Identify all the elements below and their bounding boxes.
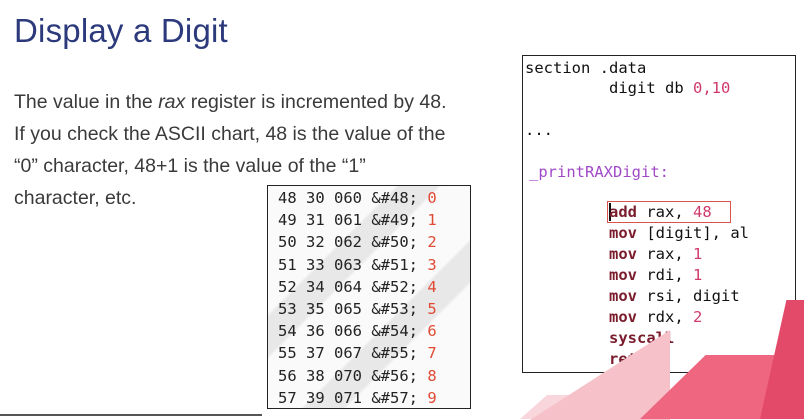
paragraph-part1: The value in the	[14, 91, 159, 113]
instr-add: add	[609, 203, 637, 221]
section-directive: section .data	[525, 59, 647, 77]
ascii-codes: 54 36 066 &#54;	[278, 322, 428, 341]
code-line-3: mov rax, 1	[609, 245, 702, 263]
args-1: rax,	[637, 203, 693, 221]
code-line-digit-decl: digit db 0,10	[609, 79, 730, 97]
instr-mov-4: mov	[609, 266, 637, 284]
num-3: 1	[693, 245, 703, 263]
ascii-row: 57 39 071 &#57; 9	[278, 387, 470, 409]
ascii-glyph: 3	[427, 255, 437, 274]
add-instruction-highlight	[607, 201, 731, 223]
ascii-glyph: 1	[427, 211, 437, 230]
ascii-row: 56 38 070 &#56; 8	[278, 365, 470, 387]
digit-declaration: digit db	[609, 79, 684, 97]
text-cursor	[609, 203, 611, 221]
code-line-1: add rax, 48	[609, 203, 712, 221]
ascii-row: 50 32 062 &#50; 2	[278, 231, 470, 253]
ascii-row: 53 35 065 &#53; 5	[278, 298, 470, 320]
ascii-codes: 51 33 063 &#51;	[278, 255, 428, 274]
ascii-glyph: 7	[427, 344, 437, 363]
code-ellipsis: ...	[525, 121, 553, 139]
args-2: [digit], al	[637, 224, 749, 242]
args-4: rdi,	[637, 266, 693, 284]
decorative-triangle-pink	[530, 330, 670, 420]
instr-mov-2: mov	[609, 224, 637, 242]
slide-title: Display a Digit	[14, 12, 228, 49]
code-line-5: mov rsi, digit	[609, 287, 740, 305]
code-line-2: mov [digit], al	[609, 224, 749, 242]
instr-mov-6: mov	[609, 308, 637, 326]
ascii-row: 51 33 063 &#51; 3	[278, 254, 470, 276]
ascii-glyph: 8	[427, 366, 437, 385]
ascii-glyph: 2	[427, 233, 437, 252]
ascii-glyph: 6	[427, 322, 437, 341]
ascii-codes: 53 35 065 &#53;	[278, 300, 428, 319]
args-3: rax,	[637, 245, 693, 263]
ascii-row: 48 30 060 &#48; 0	[278, 187, 470, 209]
code-line-label: _printRAXDigit:	[529, 163, 669, 181]
code-line-ellipsis: ...	[525, 121, 553, 139]
args-6: rdx,	[637, 308, 693, 326]
paragraph-part2: register is incremented by 48. If you ch…	[14, 91, 447, 209]
code-line-section: section .data	[525, 59, 646, 77]
function-label: _printRAXDigit:	[529, 163, 669, 181]
ascii-row: 55 37 067 &#55; 7	[278, 342, 470, 364]
num-4: 1	[693, 266, 703, 284]
ascii-codes: 50 32 062 &#50;	[278, 233, 428, 252]
assembly-code-panel: section .data digit db 0,10 ... _printRA…	[522, 55, 796, 373]
num-1: 48	[693, 203, 712, 221]
ascii-glyph: 5	[427, 300, 437, 319]
num-6: 2	[693, 308, 703, 326]
ascii-codes: 48 30 060 &#48;	[278, 189, 428, 207]
args-5: rsi, digit	[637, 287, 740, 305]
slide-paragraph: The value in the rax register is increme…	[14, 86, 454, 214]
ascii-glyph: 0	[427, 189, 437, 207]
code-line-6: mov rdx, 2	[609, 308, 702, 326]
ascii-codes: 56 38 070 &#56;	[278, 366, 428, 385]
ascii-glyph: 4	[427, 277, 437, 296]
bottom-divider	[0, 414, 262, 416]
ascii-row: 52 34 064 &#52; 4	[278, 276, 470, 298]
ascii-codes: 49 31 061 &#49;	[278, 211, 428, 230]
paragraph-italic-rax: rax	[158, 91, 186, 113]
digit-values: 0,10	[683, 79, 731, 97]
ascii-glyph: 9	[427, 388, 437, 407]
ascii-codes: 52 34 064 &#52;	[278, 277, 428, 296]
code-line-4: mov rdi, 1	[609, 266, 702, 284]
instr-mov-5: mov	[609, 287, 637, 305]
ascii-row: 49 31 061 &#49; 1	[278, 209, 470, 231]
ascii-codes: 57 39 071 &#57;	[278, 388, 428, 407]
ascii-row: 54 36 066 &#54; 6	[278, 320, 470, 342]
ascii-codes: 55 37 067 &#55;	[278, 344, 428, 363]
instr-mov-3: mov	[609, 245, 637, 263]
